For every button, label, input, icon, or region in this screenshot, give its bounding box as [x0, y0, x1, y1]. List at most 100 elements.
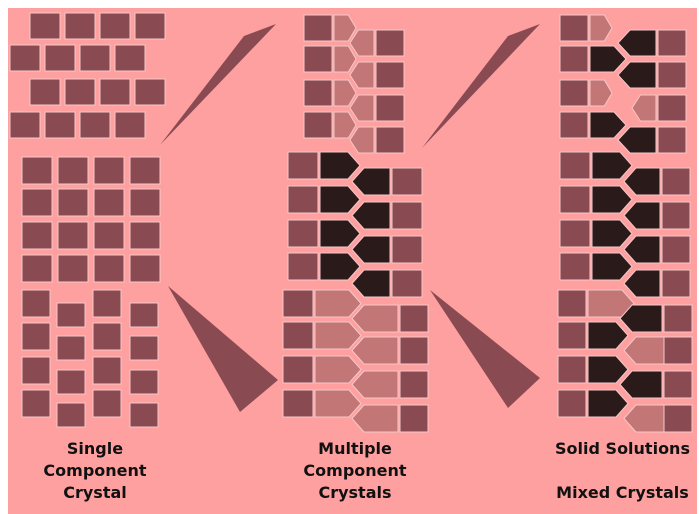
multi-bottom-brick [399, 336, 429, 365]
multi-top-key [333, 45, 357, 73]
single-grid-brick [57, 254, 89, 283]
single-bottom-brick [129, 335, 159, 361]
solid-top-brick [559, 14, 589, 42]
multi-bottom-brick [399, 404, 429, 433]
single-component-caption: Single Component Crystal [10, 438, 180, 504]
solid-bottom-key [623, 336, 665, 365]
solid-bottom-key [623, 404, 665, 433]
single-grid-brick [129, 254, 161, 283]
single-top-brick [9, 111, 41, 139]
solid-top-brick [559, 111, 589, 139]
single-top-brick [134, 78, 166, 106]
multi-mid-dark-key [351, 269, 391, 298]
single-grid-brick [21, 221, 53, 250]
solid-bottom-key [619, 370, 663, 399]
single-bottom-brick [92, 356, 122, 385]
single-bottom-brick [92, 289, 122, 318]
multi-bottom-light-key [314, 289, 362, 318]
single-top-brick [44, 44, 76, 72]
multi-mid-brick [391, 269, 423, 298]
mixed-crystals-label: Mixed Crystals [556, 483, 689, 502]
single-top-brick [114, 44, 146, 72]
single-bottom-brick [21, 289, 51, 318]
single-grid-brick [57, 188, 89, 217]
single-bottom-brick [92, 322, 122, 351]
multiple-caption-line-3: Crystals [318, 483, 392, 502]
single-bottom-brick [21, 356, 51, 385]
single-caption-line-2: Component [43, 461, 147, 480]
single-bottom-brick [21, 389, 51, 418]
single-caption-line-1: Single [66, 439, 124, 458]
solid-top-key [589, 79, 613, 107]
single-bottom-brick [129, 402, 159, 428]
solid-bottom-brick [557, 289, 587, 318]
solid-top-key [617, 29, 657, 57]
single-bottom-brick [56, 335, 86, 361]
solid-mid-brick [661, 235, 691, 264]
multi-top-brick [303, 14, 333, 42]
multi-mid-dark-key [319, 185, 361, 214]
multi-bottom-light-key [314, 321, 362, 350]
multi-mid-brick [287, 185, 319, 214]
multi-mid-brick [287, 219, 319, 248]
solid-top-brick [559, 45, 589, 73]
single-grid-brick [21, 188, 53, 217]
multi-mid-dark-key [351, 167, 391, 196]
multi-top-key [349, 94, 375, 122]
single-grid-brick [93, 221, 125, 250]
solid-top-key [589, 111, 627, 139]
multi-bottom-light-key [351, 404, 399, 433]
multi-bottom-brick [282, 389, 314, 418]
single-top-brick [29, 12, 61, 40]
solid-top-brick [657, 126, 687, 154]
multi-top-key [349, 126, 375, 154]
single-grid-brick [93, 188, 125, 217]
solid-top-key [589, 45, 627, 73]
multi-mid-brick [391, 201, 423, 230]
single-top-brick [99, 78, 131, 106]
solid-bottom-key [587, 355, 629, 384]
solid-bottom-brick [663, 370, 693, 399]
solid-mid-brick [661, 201, 691, 230]
solid-top-key [589, 14, 613, 42]
solid-mid-dark-key [591, 151, 633, 180]
single-caption-line-3: Crystal [63, 483, 127, 502]
solid-mid-dark-key [591, 185, 633, 214]
solid-mid-dark-key [623, 235, 661, 264]
solid-top-brick [559, 79, 589, 107]
multi-mid-dark-key [319, 219, 361, 248]
multi-bottom-light-key [314, 389, 362, 418]
multi-top-brick [375, 126, 405, 154]
single-grid-brick [93, 254, 125, 283]
solid-top-brick [657, 61, 687, 89]
single-bottom-brick [56, 369, 86, 395]
solid-top-key [617, 126, 657, 154]
single-top-brick [44, 111, 76, 139]
single-grid-brick [129, 156, 161, 185]
solid-mid-dark-key [623, 167, 661, 196]
single-grid-brick [21, 254, 53, 283]
single-top-brick [134, 12, 166, 40]
multi-top-key [333, 79, 357, 107]
arrow-wedge-lower-2 [430, 290, 540, 408]
arrow-wedge-upper-2 [422, 24, 540, 148]
multi-mid-brick [287, 252, 319, 281]
solid-mid-brick [559, 185, 591, 214]
multi-bottom-light-key [351, 370, 399, 399]
multiple-caption-line-2: Component [303, 461, 407, 480]
multi-top-brick [375, 29, 405, 57]
solid-mid-brick [661, 269, 691, 298]
multiple-caption-line-1: Multiple [318, 439, 392, 458]
single-grid-brick [129, 221, 161, 250]
multi-top-key [349, 29, 375, 57]
single-grid-brick [93, 156, 125, 185]
solid-mid-brick [559, 252, 591, 281]
multi-bottom-light-key [314, 355, 362, 384]
solid-bottom-brick [557, 355, 587, 384]
single-grid-brick [57, 156, 89, 185]
multi-mid-brick [287, 151, 319, 180]
single-bottom-brick [129, 369, 159, 395]
multi-mid-dark-key [319, 151, 361, 180]
single-bottom-brick [92, 389, 122, 418]
